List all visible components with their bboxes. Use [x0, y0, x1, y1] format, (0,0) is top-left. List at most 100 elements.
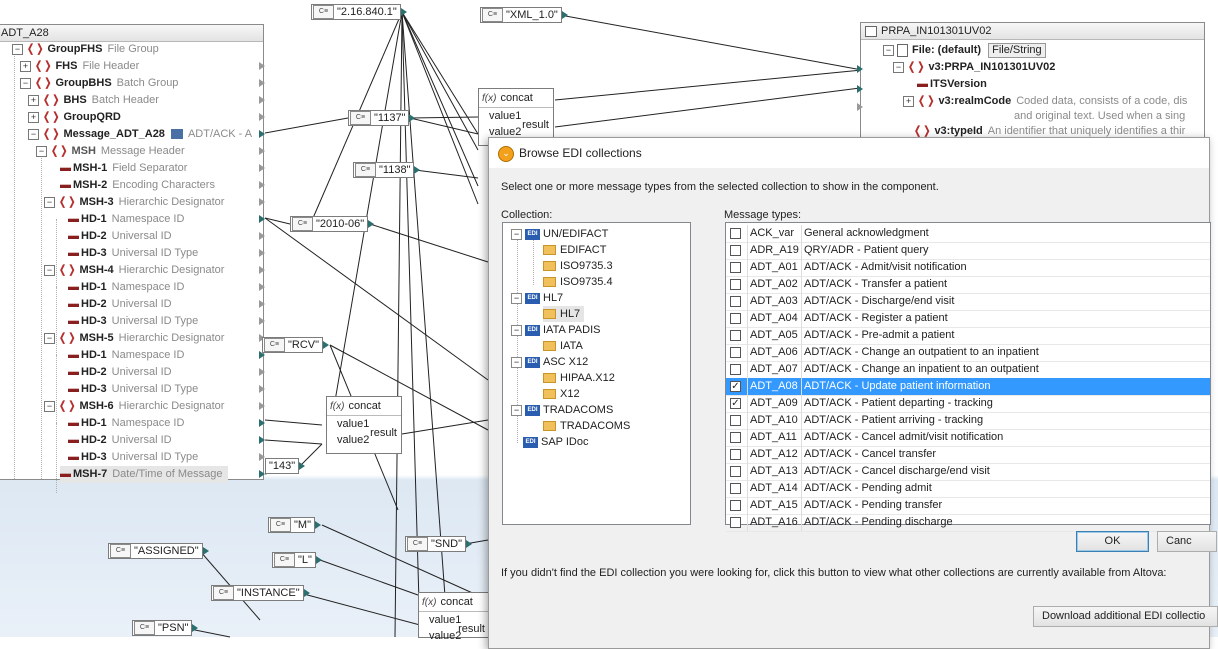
output-result[interactable]: result: [458, 623, 485, 635]
message-checkbox[interactable]: [730, 245, 741, 256]
expand-icon[interactable]: +: [28, 111, 39, 123]
output-port[interactable]: [259, 198, 265, 206]
output-port[interactable]: [259, 181, 265, 189]
message-checkbox[interactable]: [730, 415, 741, 426]
collapse-icon[interactable]: −: [20, 77, 31, 89]
message-checkbox[interactable]: [730, 279, 741, 290]
output-port[interactable]: [561, 11, 568, 19]
download-edi-collections-button[interactable]: Download additional EDI collectio: [1033, 606, 1218, 627]
collapse-icon[interactable]: −: [511, 356, 522, 368]
output-port[interactable]: [466, 540, 473, 548]
collapse-icon[interactable]: −: [12, 43, 23, 55]
output-port[interactable]: [414, 166, 421, 174]
output-port[interactable]: [259, 436, 265, 444]
constant-psn[interactable]: C≡"PSN": [132, 620, 199, 636]
concat-function-1[interactable]: f(x)concat value1 value2 result: [478, 88, 554, 146]
message-checkbox[interactable]: [730, 466, 741, 477]
collection-hl7-folder[interactable]: HL7: [543, 306, 585, 322]
collection-iso9735-3[interactable]: ISO9735.3: [543, 258, 613, 274]
tree-node-prpa-root[interactable]: −❬❭v3:PRPA_IN101301UV02: [893, 59, 1055, 76]
ok-button[interactable]: OK: [1076, 531, 1149, 552]
collection-iso9735-4[interactable]: ISO9735.4: [543, 274, 613, 290]
output-port[interactable]: [259, 62, 265, 70]
message-checkbox[interactable]: [730, 432, 741, 443]
output-port[interactable]: [259, 402, 265, 410]
collection-edifact[interactable]: EDIFACT: [543, 242, 606, 258]
tree-node-groupqrd[interactable]: +❬❭GroupQRD: [28, 109, 126, 126]
output-port[interactable]: [192, 624, 199, 632]
output-port[interactable]: [259, 453, 265, 461]
output-port[interactable]: [259, 283, 265, 291]
constant-143[interactable]: "143": [265, 458, 306, 474]
collection-hipaa-x12[interactable]: HIPAA.X12: [543, 370, 615, 386]
input-value2[interactable]: value2: [337, 434, 370, 446]
collection-iata[interactable]: IATA: [543, 338, 583, 354]
tree-node-itsversion[interactable]: ▬ITSVersion: [917, 78, 987, 90]
output-port[interactable]: [259, 147, 265, 155]
cancel-button[interactable]: Canc: [1157, 531, 1217, 552]
expand-icon[interactable]: +: [20, 60, 31, 72]
concat-function-2[interactable]: f(x)concat value1 value2 result: [326, 396, 402, 454]
output-port[interactable]: [400, 8, 407, 16]
output-port[interactable]: [259, 385, 265, 393]
target-component-prpa[interactable]: PRPA_IN101301UV02 −File: (default) File/…: [857, 22, 1205, 152]
output-port[interactable]: [259, 351, 265, 359]
message-checkbox[interactable]: [730, 347, 741, 358]
output-port[interactable]: [259, 215, 265, 223]
collapse-icon[interactable]: −: [44, 400, 55, 412]
constant-instance[interactable]: C≡"INSTANCE": [211, 585, 310, 601]
message-checkbox[interactable]: [730, 262, 741, 273]
output-port[interactable]: [259, 164, 265, 172]
constant-1138[interactable]: C≡"1138": [353, 162, 421, 178]
output-port[interactable]: [314, 521, 321, 529]
message-checkbox[interactable]: [730, 296, 741, 307]
tree-node-file[interactable]: −File: (default) File/String: [883, 42, 1046, 59]
output-port[interactable]: [299, 462, 306, 470]
collapse-icon[interactable]: −: [511, 404, 522, 416]
output-port[interactable]: [368, 220, 375, 228]
output-port[interactable]: [303, 589, 310, 597]
output-port[interactable]: [259, 300, 265, 308]
input-port[interactable]: [857, 103, 863, 111]
dialog-title-bar[interactable]: ⌄ Browse EDI collections: [489, 138, 1209, 168]
collection-x12[interactable]: X12: [543, 386, 580, 402]
message-checkbox[interactable]: [730, 313, 741, 324]
constant-assigned[interactable]: C≡"ASSIGNED": [108, 543, 209, 559]
message-checkbox-checked[interactable]: ✓: [730, 398, 741, 409]
input-port[interactable]: [857, 85, 863, 93]
output-port[interactable]: [259, 232, 265, 240]
message-checkbox[interactable]: [730, 500, 741, 511]
output-port[interactable]: [259, 113, 265, 121]
